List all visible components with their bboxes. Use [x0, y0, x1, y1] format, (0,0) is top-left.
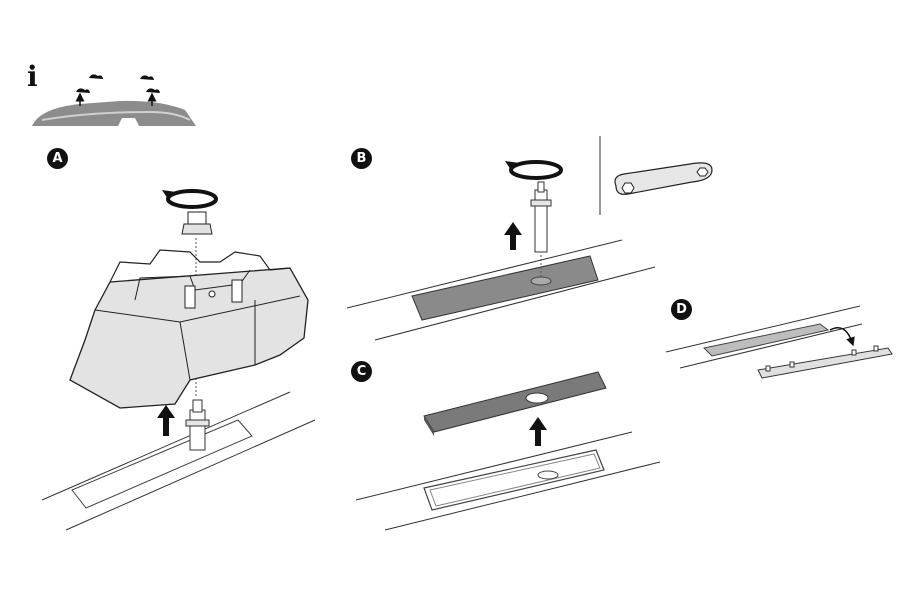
key-tool-icon	[614, 162, 713, 195]
step-badge-a: A	[47, 148, 68, 169]
removed-strip	[757, 347, 893, 379]
step-d-illustration	[665, 305, 893, 379]
rotate-icon	[166, 189, 218, 209]
cover-plate	[423, 371, 607, 433]
nut	[181, 223, 213, 235]
threaded-stud	[189, 409, 206, 451]
arrow-up-icon	[504, 222, 522, 250]
step-c-illustration	[355, 371, 661, 531]
rotate-icon	[509, 160, 563, 180]
roof-overview	[32, 74, 196, 126]
cover-plate	[411, 255, 599, 321]
step-badge-b: B	[351, 148, 372, 169]
roof-slot	[423, 449, 605, 511]
foot-marker	[89, 74, 103, 79]
step-badge-d: D	[671, 299, 692, 320]
foot-marker	[140, 75, 154, 80]
foot-marker	[76, 88, 90, 93]
curved-arrow-icon	[829, 327, 855, 347]
step-b-illustration	[346, 136, 713, 341]
step-a-illustration	[41, 189, 316, 531]
info-icon: i	[27, 60, 38, 93]
arrow-up-icon	[529, 417, 547, 446]
foot-marker	[146, 88, 160, 93]
step-badge-c: C	[351, 361, 372, 382]
arrow-up-icon	[157, 405, 175, 436]
bolt	[534, 189, 548, 253]
slot-cover-strip	[702, 323, 830, 357]
roof-slot	[71, 419, 253, 509]
